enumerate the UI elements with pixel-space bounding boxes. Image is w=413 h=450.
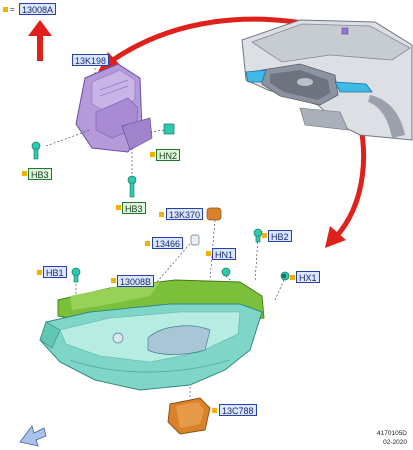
led-driver-module-13c788 <box>167 397 211 435</box>
label-hn1: HN1 <box>212 248 237 260</box>
screw-hx1-icon <box>280 271 290 281</box>
ref-square-13k370 <box>159 212 164 217</box>
red-up-arrow-icon <box>28 20 52 61</box>
ref-square-hb3-bottom <box>116 205 121 210</box>
ref-square-main <box>3 7 8 12</box>
bulb-13466-icon <box>190 234 200 246</box>
screw-hb1-icon <box>71 267 81 283</box>
ref-square-hn2 <box>150 152 155 157</box>
ref-square-13c788 <box>212 408 217 413</box>
orientation-arrow-icon <box>19 425 47 447</box>
ref-square-hb2 <box>262 233 267 238</box>
curved-red-arrow-right-head-icon <box>325 226 346 248</box>
label-13466: 13466 <box>152 237 184 249</box>
label-hb2: HB2 <box>268 230 292 242</box>
clip-hn2-icon <box>163 123 175 135</box>
label-hb3-bottom: HB3 <box>122 202 146 214</box>
ref-square-13008b <box>111 278 116 283</box>
control-module-13k198 <box>75 63 153 153</box>
diagram-code: 4170105D <box>377 430 407 437</box>
connector-13k370-icon <box>206 207 222 221</box>
label-hb1: HB1 <box>43 266 67 278</box>
screw-hb2-icon <box>253 228 263 243</box>
ref-square-hb1 <box>37 270 42 275</box>
label-13k370: 13K370 <box>166 208 204 220</box>
label-13k198: 13K198 <box>72 54 110 66</box>
main-ref-prefix: = <box>10 5 15 14</box>
car-front-illustration <box>241 19 413 141</box>
label-13c788: 13C788 <box>219 404 257 416</box>
screw-hb3-bottom-icon <box>127 175 137 198</box>
headlamp-assembly-13008b <box>39 279 265 391</box>
clip-hn1-icon <box>221 267 231 277</box>
diagram-date: 02-2020 <box>383 439 407 446</box>
label-hn2: HN2 <box>156 149 181 161</box>
main-ref-label: 13008A <box>19 3 57 15</box>
ref-square-13466 <box>145 241 150 246</box>
ref-square-hb3-left <box>22 171 27 176</box>
label-hx1: HX1 <box>296 271 320 283</box>
label-hb3-left: HB3 <box>28 168 52 180</box>
ref-square-hx1 <box>290 275 295 280</box>
screw-hb3-left-icon <box>31 141 41 160</box>
ref-square-hn1 <box>206 251 211 256</box>
label-13008b: 13008B <box>117 275 155 287</box>
